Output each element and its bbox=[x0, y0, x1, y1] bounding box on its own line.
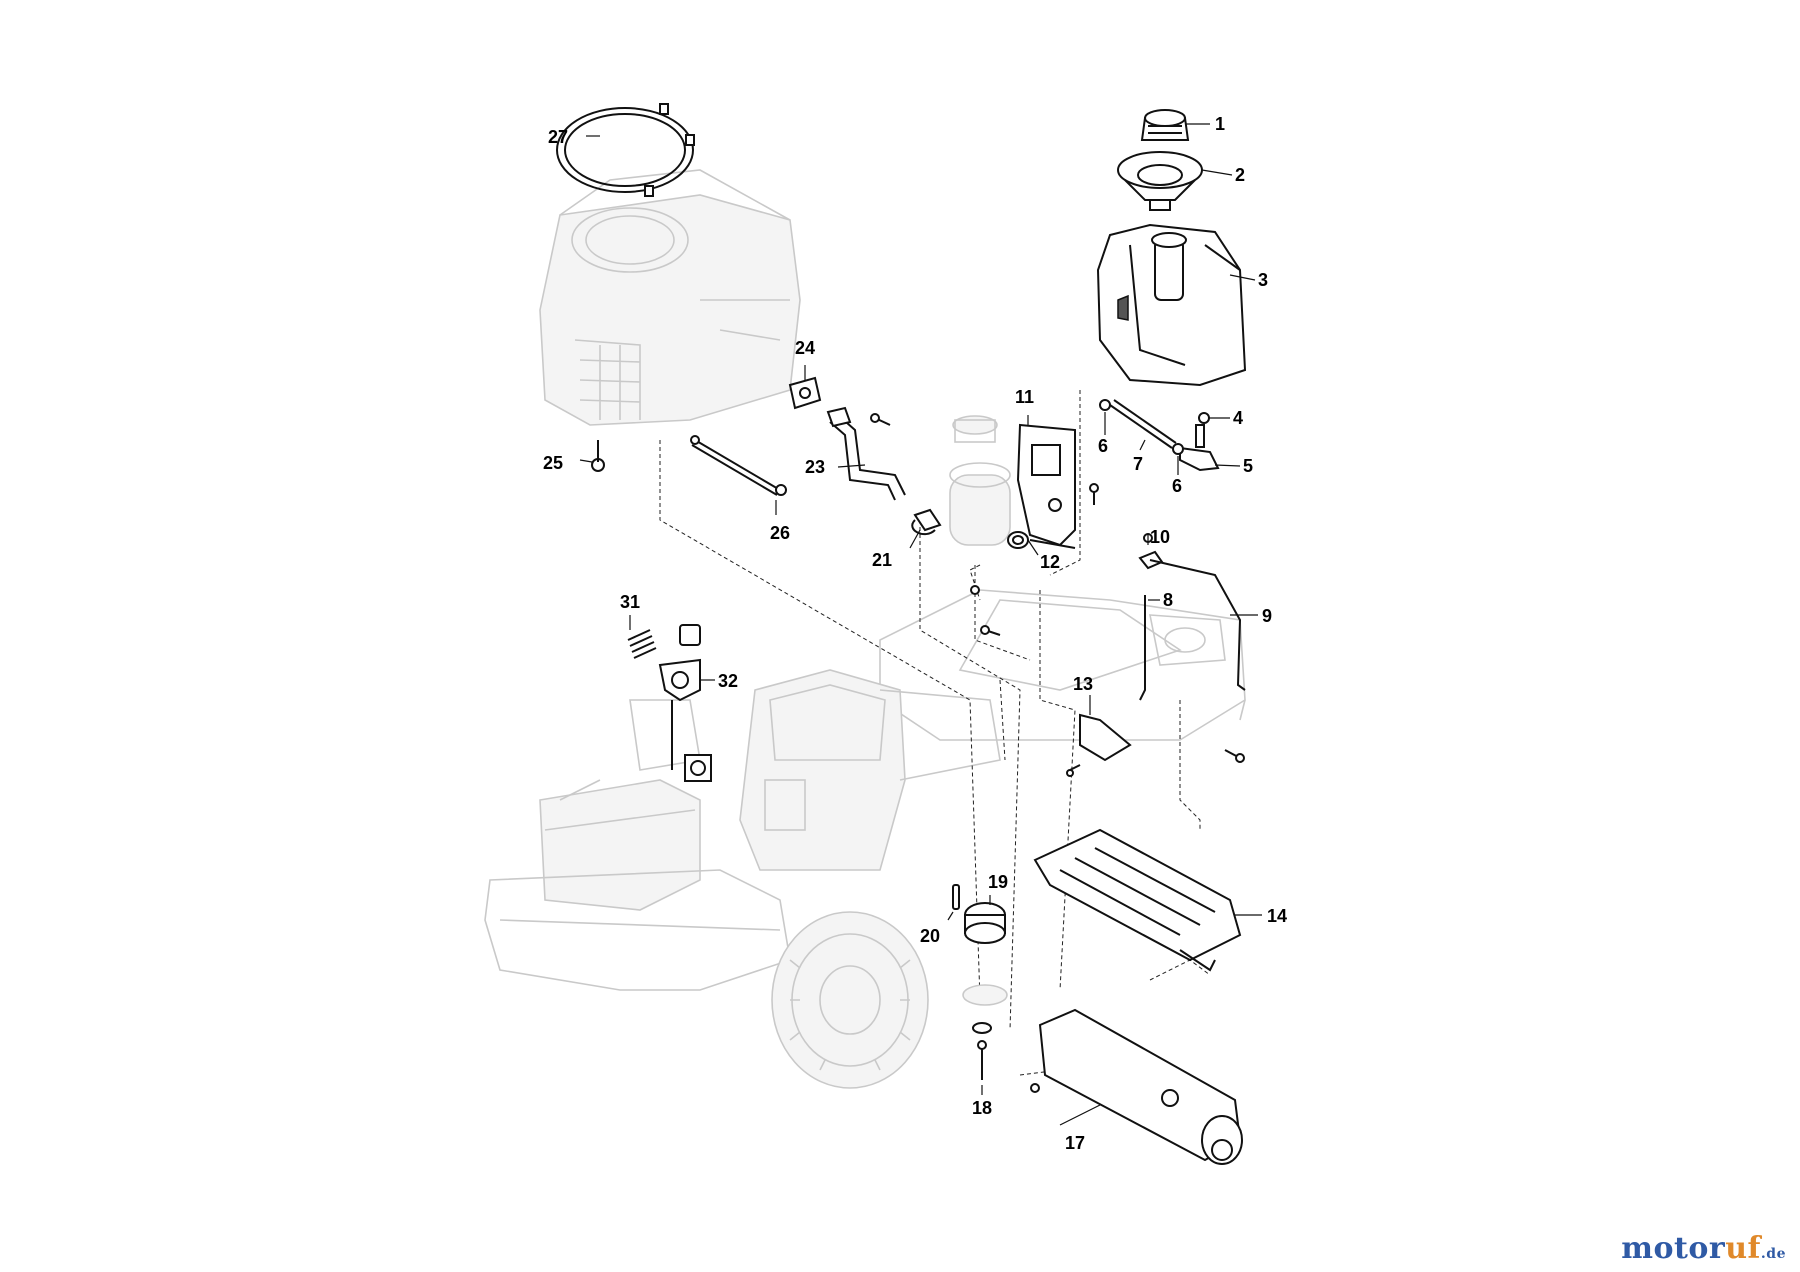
callout-7: 7 bbox=[1133, 454, 1143, 474]
ghost-engine bbox=[539, 169, 801, 426]
part-bushing bbox=[1007, 531, 1029, 549]
part-filler-funnel bbox=[1117, 151, 1203, 211]
callout-31: 31 bbox=[620, 592, 640, 612]
watermark-part2: uf bbox=[1725, 1231, 1761, 1266]
callout-9: 9 bbox=[1262, 606, 1272, 626]
part-ring-27 bbox=[556, 103, 695, 197]
part-muffler-17 bbox=[1030, 1008, 1243, 1165]
part-rod-9 bbox=[1149, 559, 1246, 691]
callout-20: 20 bbox=[920, 926, 940, 946]
callout-10: 10 bbox=[1150, 527, 1170, 547]
callout-32: 32 bbox=[718, 671, 738, 691]
callout-14: 14 bbox=[1267, 906, 1287, 926]
ghost-body bbox=[629, 669, 1001, 871]
watermark-part3: .de bbox=[1760, 1246, 1786, 1262]
part-exhaust-pipe-23 bbox=[826, 406, 906, 501]
callout-27: 27 bbox=[548, 127, 568, 147]
part-key-20 bbox=[952, 884, 960, 910]
callout-23: 23 bbox=[805, 457, 825, 477]
callout-18: 18 bbox=[972, 1098, 992, 1118]
ghost-frame bbox=[869, 589, 1246, 871]
callout-8: 8 bbox=[1163, 590, 1173, 610]
part-rod-26 bbox=[690, 435, 787, 496]
watermark-part1: motor bbox=[1621, 1231, 1726, 1266]
part-rod-8 bbox=[1139, 595, 1146, 701]
callout-1: 1 bbox=[1215, 114, 1225, 134]
leader-lines bbox=[579, 123, 1262, 1126]
part-spring-31 bbox=[627, 624, 701, 659]
callout-17: 17 bbox=[1065, 1133, 1085, 1153]
part-fuel-valve bbox=[1179, 424, 1220, 472]
callout-12: 12 bbox=[1040, 552, 1060, 572]
ghost-wheel bbox=[771, 911, 929, 1089]
callout-19: 19 bbox=[988, 872, 1008, 892]
part-fuel-cap bbox=[1140, 109, 1190, 141]
callout-13: 13 bbox=[1073, 674, 1093, 694]
callout-25: 25 bbox=[543, 453, 563, 473]
callout-11: 11 bbox=[1015, 387, 1034, 407]
watermark-logo: motoruf.de bbox=[1621, 1231, 1786, 1266]
ghost-tank-on-frame bbox=[949, 415, 1011, 546]
callout-6-upper: 6 bbox=[1098, 436, 1108, 456]
callout-24: 24 bbox=[795, 338, 815, 358]
ghost-seat-and-deck bbox=[484, 779, 791, 991]
callout-21: 21 bbox=[872, 550, 892, 570]
part-fuel-tank bbox=[1096, 223, 1247, 387]
part-bolt-frame bbox=[970, 585, 1245, 763]
callout-3: 3 bbox=[1258, 270, 1268, 290]
callout-4: 4 bbox=[1233, 408, 1243, 428]
part-heat-shield-13 bbox=[1066, 713, 1132, 777]
callout-2: 2 bbox=[1235, 165, 1245, 185]
part-bracket bbox=[1016, 423, 1076, 549]
part-clamp-21 bbox=[911, 508, 942, 536]
part-bolt-bracket bbox=[1089, 483, 1099, 505]
part-bolt-18 bbox=[972, 1022, 992, 1080]
part-pulley-19 bbox=[962, 902, 1008, 1006]
part-exhaust-guard-14 bbox=[1033, 828, 1242, 972]
part-fuel-hose bbox=[1099, 399, 1184, 455]
callout-26: 26 bbox=[770, 523, 790, 543]
part-gasket-24 bbox=[788, 376, 822, 410]
part-lever-32 bbox=[658, 658, 712, 782]
part-bolt-25 bbox=[591, 440, 605, 472]
callout-6-lower: 6 bbox=[1172, 476, 1182, 496]
callout-labels: 1 2 3 4 5 6 6 7 8 9 10 11 12 13 14 17 18… bbox=[543, 114, 1287, 1153]
callout-5: 5 bbox=[1243, 456, 1253, 476]
part-hose-fitting bbox=[1198, 412, 1210, 424]
